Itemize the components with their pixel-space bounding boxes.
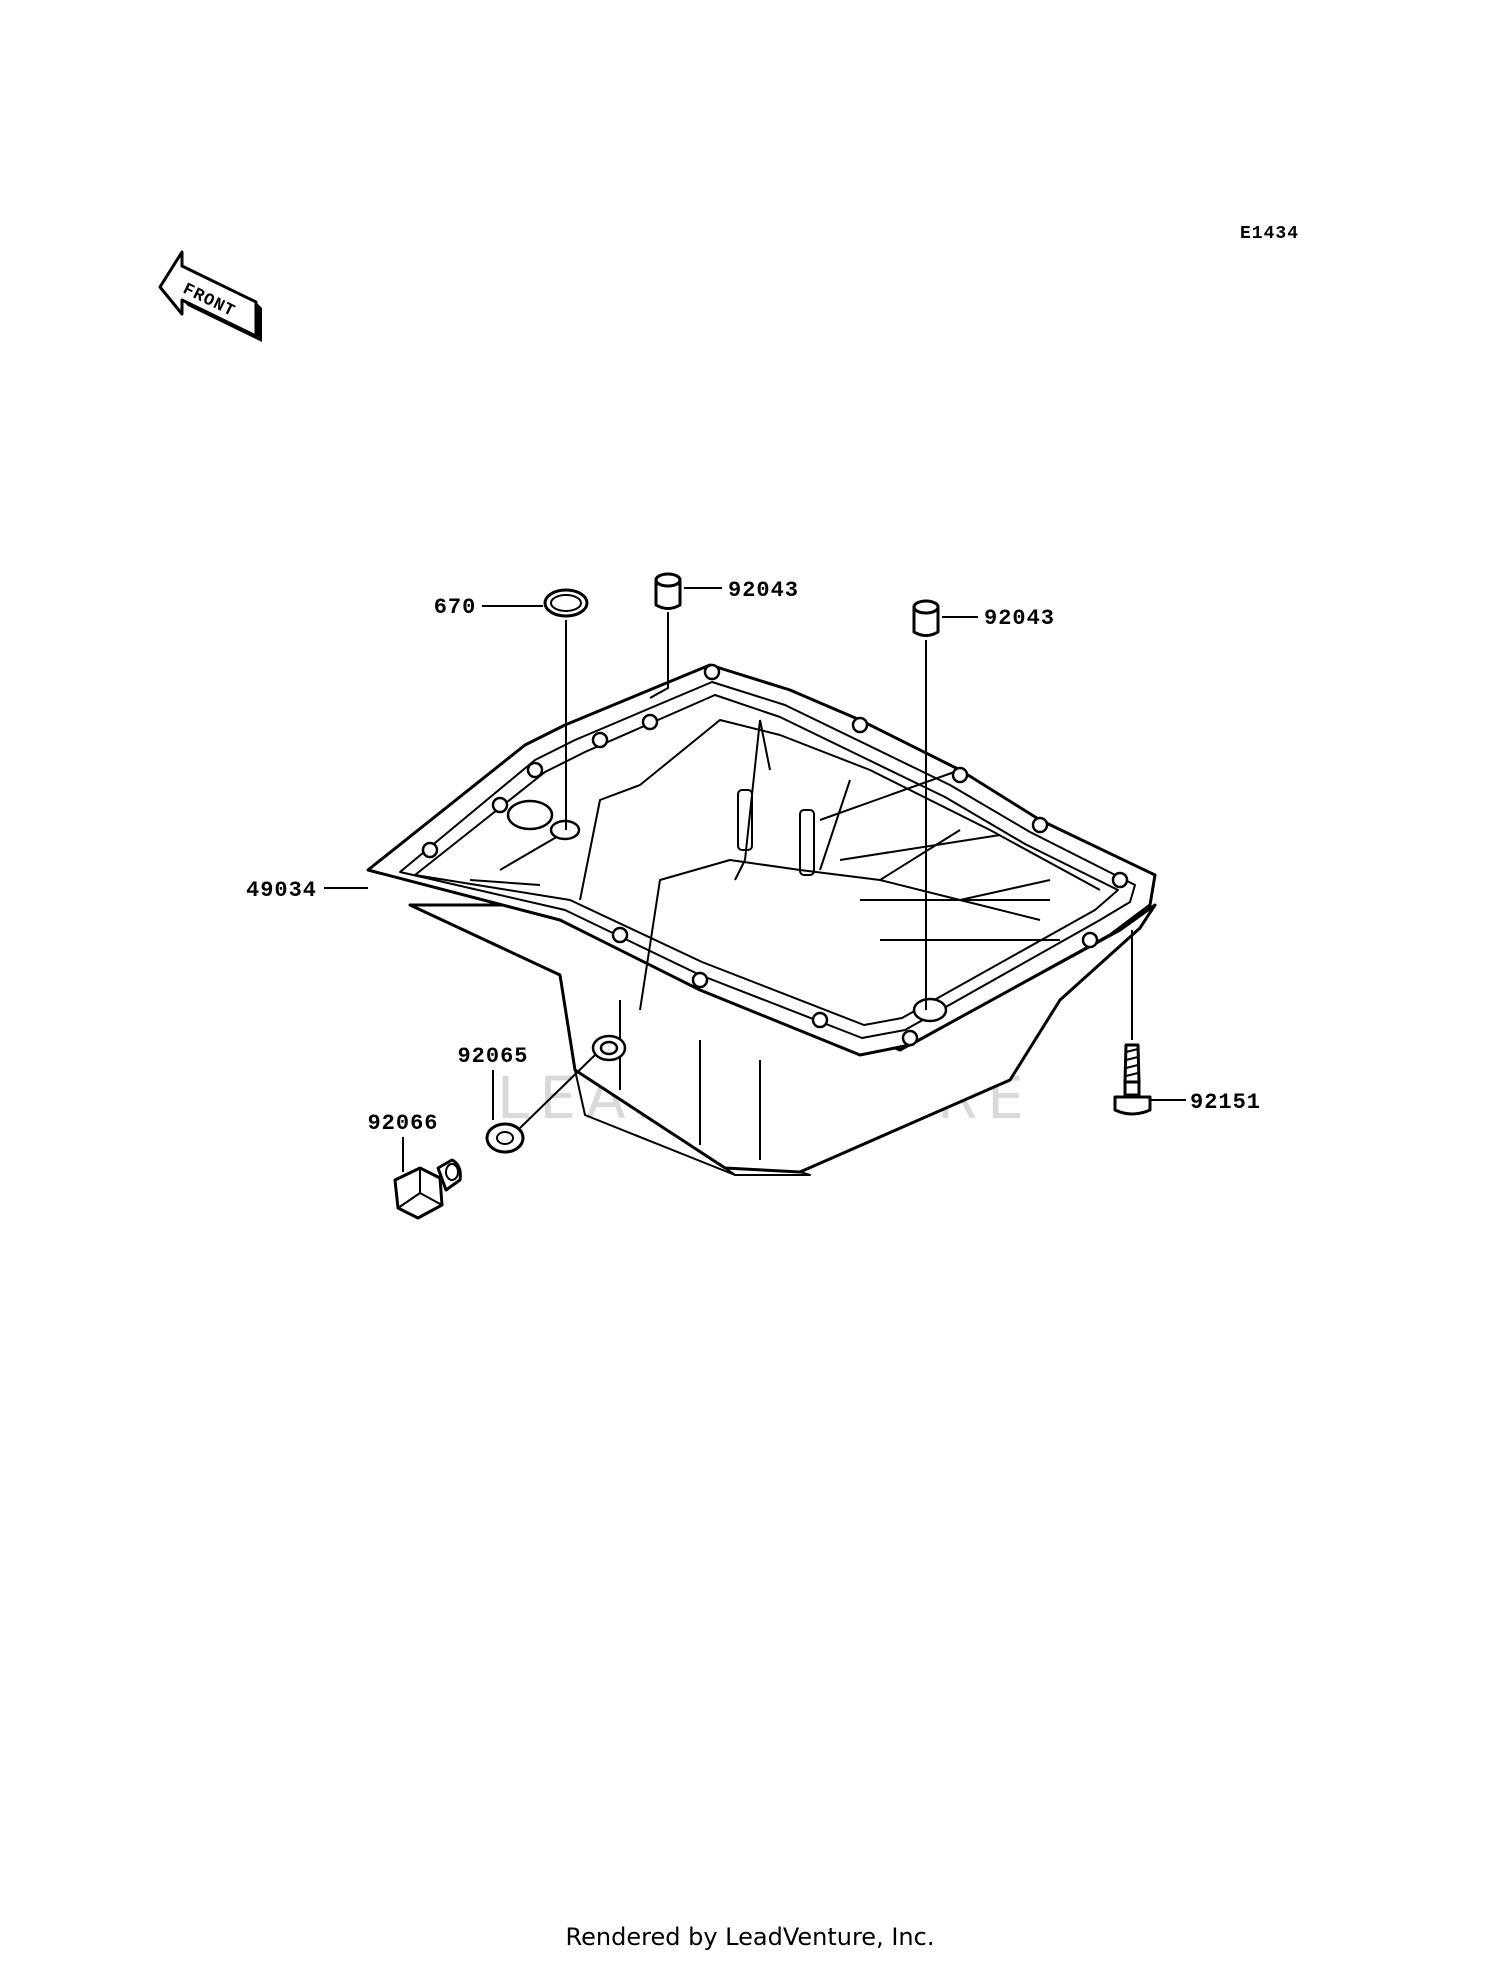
callout-92065: 92065 — [457, 1044, 528, 1069]
callout-49034: 49034 — [246, 878, 317, 903]
dowel-pin-left — [654, 572, 682, 610]
o-ring — [543, 588, 589, 618]
footer-credit: Rendered by LeadVenture, Inc. — [566, 1923, 935, 1951]
callout-92043-right: 92043 — [984, 606, 1055, 631]
washer — [485, 1122, 525, 1154]
dowel-pin-right — [912, 599, 940, 637]
flange-bolt — [1113, 1043, 1152, 1116]
oil-pan — [366, 663, 1157, 1176]
front-arrow-icon: FRONT — [158, 250, 262, 342]
drain-plug — [393, 1158, 462, 1220]
callout-670: 670 — [434, 595, 477, 620]
callout-92043-left: 92043 — [728, 578, 799, 603]
callout-92151: 92151 — [1190, 1090, 1261, 1115]
callout-92066: 92066 — [367, 1111, 438, 1136]
diagram-id: E1434 — [1240, 224, 1299, 244]
